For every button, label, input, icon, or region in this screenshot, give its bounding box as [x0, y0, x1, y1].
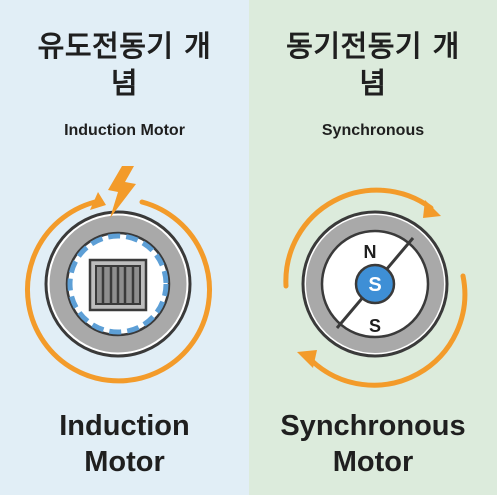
rotating-field-dashes [67, 233, 169, 335]
induction-caption-line1: Induction [59, 410, 190, 442]
magnet-rotor-icon: S N S [335, 237, 415, 336]
synchronous-title: 동기전동기 개 념 [249, 28, 497, 102]
synchronous-motor-panel: 동기전동기 개 념 Synchronous S N [249, 0, 497, 495]
rotation-arrow-icon [25, 192, 212, 384]
north-pole-label: N [364, 242, 377, 262]
synchronous-subtitle: Synchronous [321, 122, 425, 139]
rotor-pole-label: S [368, 274, 381, 296]
induction-caption-line2: Motor [84, 446, 165, 478]
synchronous-caption-line1: Synchronous [280, 410, 466, 442]
stator-ring [306, 215, 444, 353]
lightning-bolt-icon [108, 166, 136, 218]
synchronous-motor-diagram: S N S [283, 187, 468, 388]
induction-title: 유도전동기 개 념 [0, 28, 249, 102]
induction-motor-panel: 유도전동기 개 념 Induction Motor [0, 0, 249, 495]
induction-caption: Induction Motor [0, 408, 249, 480]
synchronous-title-line2: 념 [359, 66, 387, 100]
rotation-arrow-icon [297, 273, 468, 388]
induction-title-line1: 유도전동기 개 [37, 29, 212, 63]
induction-subtitle: Induction Motor [64, 122, 185, 139]
synchronous-caption-line2: Motor [332, 446, 414, 478]
rotation-arrow-icon [283, 187, 441, 289]
induction-motor-diagram [25, 166, 212, 384]
synchronous-title-line1: 동기전동기 개 [286, 29, 460, 63]
synchronous-caption: Synchronous Motor [249, 408, 497, 480]
squirrel-cage-rotor-icon [88, 258, 148, 312]
south-pole-label: S [369, 316, 381, 336]
induction-title-line2: 념 [110, 66, 139, 100]
stator-ring [49, 215, 187, 353]
